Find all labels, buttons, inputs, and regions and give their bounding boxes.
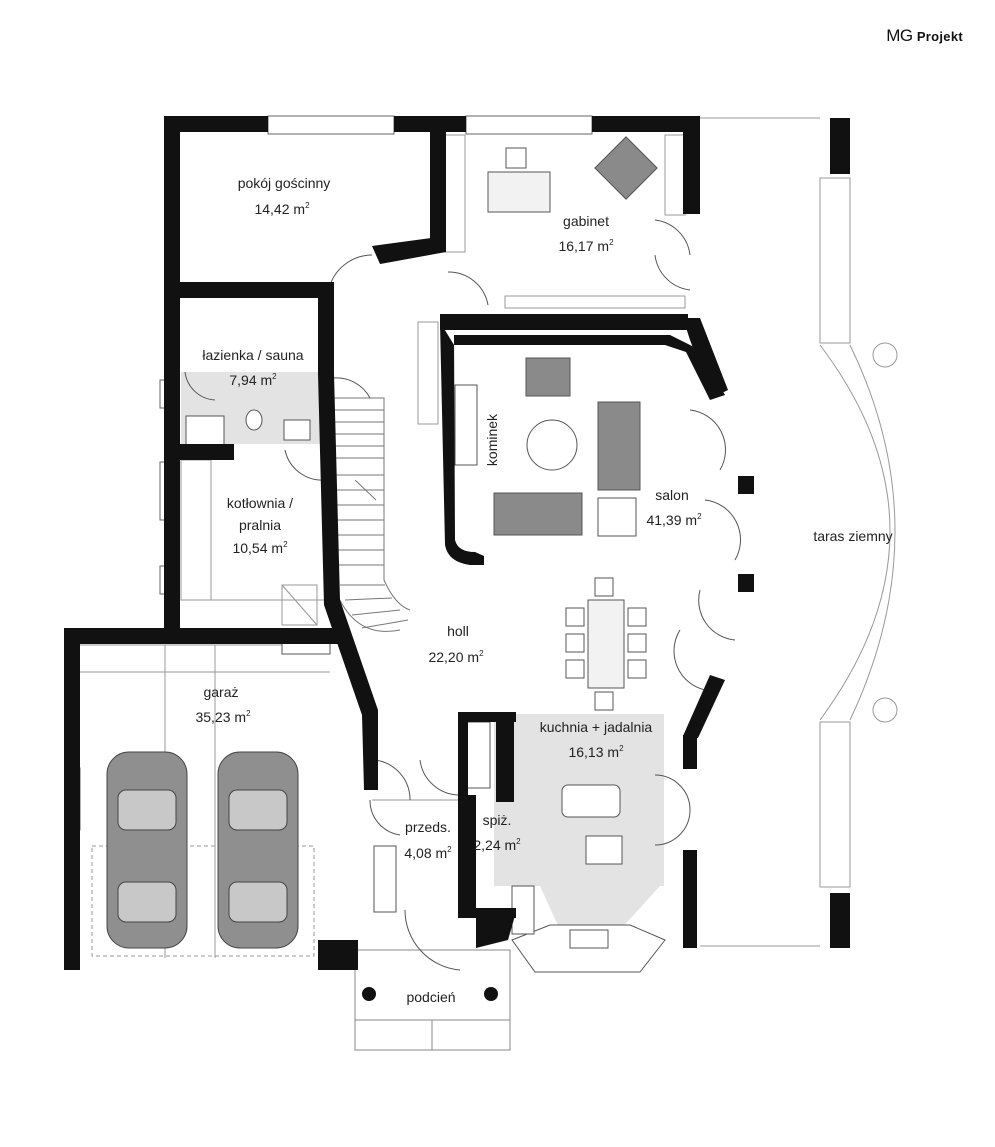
area-kuchnia: 16,13 m2 (568, 744, 624, 760)
cooktop (585, 835, 623, 865)
label-pokoj-goscinny: pokój gościnny (238, 175, 331, 191)
shower (185, 415, 225, 447)
label-podcien: podcień (406, 989, 455, 1005)
area-value: 22,20 m (428, 649, 479, 665)
area-value: 14,42 m (254, 201, 305, 217)
area-value: 10,54 m (232, 540, 283, 556)
area-value: 2,24 m (473, 837, 516, 853)
area-value: 35,23 m (195, 709, 246, 725)
label-przedsionek: przeds. (405, 819, 451, 835)
label-gabinet: gabinet (563, 213, 609, 229)
desk (487, 171, 551, 213)
room-labels: pokój gościnny 14,42 m2 gabinet 16,17 m2… (195, 175, 892, 1005)
area-sup: 2 (479, 649, 484, 658)
label-garaz: garaż (203, 684, 238, 700)
brand-name: Projekt (916, 29, 963, 44)
label-salon: salon (655, 487, 688, 503)
fireplace (454, 384, 478, 466)
area-przedsionek: 4,08 m2 (404, 845, 452, 861)
area-sup: 2 (609, 238, 614, 247)
area-sup: 2 (305, 201, 310, 210)
study-armchair (594, 136, 658, 200)
toilet (245, 409, 263, 431)
area-value: 16,17 m (558, 238, 609, 254)
tiled-floors (181, 372, 664, 930)
label-holl: holl (447, 623, 469, 639)
label-kotlownia-2: pralnia (239, 517, 281, 533)
area-lazienka: 7,94 m2 (229, 372, 277, 388)
terrace-post-bottom (830, 893, 850, 948)
area-sup: 2 (619, 744, 624, 753)
label-kominek: kominek (484, 413, 500, 466)
side-table (597, 497, 637, 537)
coffee-table (526, 419, 578, 471)
area-sup: 2 (516, 837, 521, 846)
area-garaz: 35,23 m2 (195, 709, 251, 725)
area-value: 41,39 m (646, 512, 697, 528)
sofa-right (597, 401, 641, 491)
area-gabinet: 16,17 m2 (558, 238, 614, 254)
area-pokoj-goscinny: 14,42 m2 (254, 201, 310, 217)
kitchen-island (561, 784, 621, 818)
porch (354, 949, 511, 1051)
area-holl: 22,20 m2 (428, 649, 484, 665)
area-sup: 2 (246, 709, 251, 718)
doors (184, 219, 741, 971)
label-taras: taras ziemny (813, 528, 892, 544)
label-kotlownia-1: kotłownia / (227, 495, 293, 511)
area-value: 16,13 m (568, 744, 619, 760)
kitchen-floor-lower (540, 886, 660, 930)
hall-cabinet (373, 845, 397, 913)
walls (64, 116, 754, 970)
living-armchair (525, 357, 571, 397)
washbasin (283, 419, 311, 441)
brand-logo: MG Projekt (886, 26, 963, 46)
label-lazienka: łazienka / sauna (202, 347, 303, 363)
terrace-post-top (830, 118, 850, 174)
dining-table (587, 599, 625, 689)
brand-mark: MG (886, 26, 913, 45)
area-value: 7,94 m (229, 372, 272, 388)
area-sup: 2 (272, 372, 277, 381)
garage-cars (106, 751, 299, 949)
porch-column-left (362, 987, 376, 1001)
area-salon: 41,39 m2 (646, 512, 702, 528)
sofa-bottom (493, 492, 583, 536)
area-spizarnia: 2,24 m2 (473, 837, 521, 853)
label-spizarnia: spiż. (483, 812, 512, 828)
terrace (700, 117, 898, 947)
kitchen-sink (569, 929, 609, 949)
desk-chair (505, 147, 527, 169)
furniture (185, 136, 666, 973)
area-value: 4,08 m (404, 845, 447, 861)
porch-column-right (484, 987, 498, 1001)
area-sup: 2 (283, 540, 288, 549)
area-sup: 2 (697, 512, 702, 521)
area-kotlownia: 10,54 m2 (232, 540, 288, 556)
label-kuchnia: kuchnia + jadalnia (540, 719, 653, 735)
area-sup: 2 (447, 845, 452, 854)
staircase (331, 397, 411, 632)
